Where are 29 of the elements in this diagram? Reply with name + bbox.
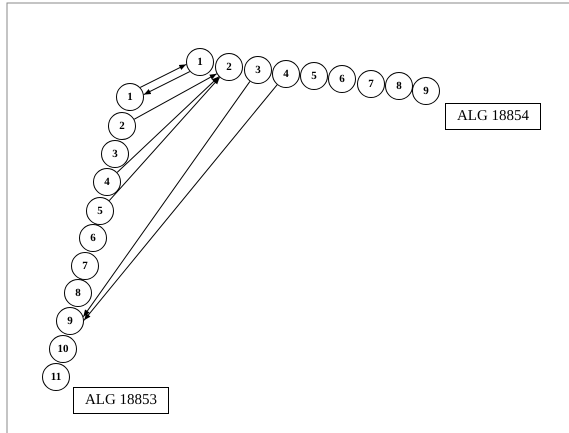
arrow — [143, 71, 190, 96]
numbered-circle: 8 — [385, 72, 413, 100]
numbered-circle: 5 — [300, 62, 328, 90]
numbered-circle: 1 — [186, 48, 214, 76]
arrow — [84, 84, 278, 321]
numbered-circle: 1 — [116, 83, 144, 111]
numbered-circle: 3 — [244, 56, 272, 84]
numbered-circle: 7 — [357, 70, 385, 98]
numbered-circle: 7 — [71, 252, 99, 280]
arrow — [116, 76, 220, 173]
numbered-circle: 5 — [86, 197, 114, 225]
label-box: ALG 18854 — [445, 103, 541, 130]
numbered-circle: 10 — [49, 335, 77, 363]
numbered-circle: 9 — [56, 307, 84, 335]
numbered-circle: 2 — [215, 53, 243, 81]
numbered-circle: 6 — [79, 224, 107, 252]
label-box: ALG 18853 — [73, 387, 169, 414]
numbered-circle: 8 — [64, 279, 92, 307]
arrow — [82, 80, 250, 318]
numbered-circle: 3 — [101, 140, 129, 168]
numbered-circle: 4 — [93, 168, 121, 196]
numbered-circle: 9 — [412, 77, 440, 105]
numbered-circle: 11 — [42, 363, 70, 391]
arrow — [140, 64, 187, 88]
arrow — [108, 76, 220, 202]
numbered-circle: 4 — [272, 60, 300, 88]
numbered-circle: 6 — [328, 65, 356, 93]
numbered-circle: 2 — [108, 112, 136, 140]
arrow — [134, 73, 218, 120]
